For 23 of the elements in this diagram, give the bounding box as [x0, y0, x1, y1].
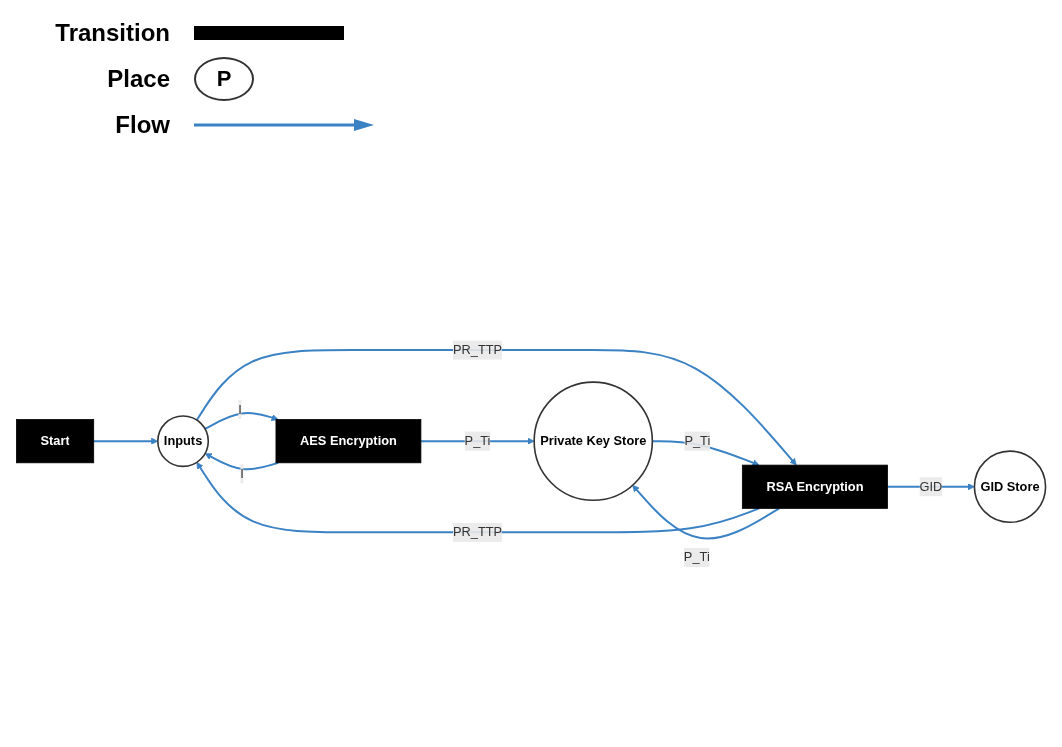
arrow	[204, 411, 279, 430]
legend-text: Flow	[114, 111, 170, 139]
arrow	[204, 452, 280, 470]
legend-text: Transition	[54, 19, 170, 47]
edge-label: I	[238, 402, 242, 416]
edge-label: I	[240, 466, 244, 481]
node-box: Start	[16, 418, 95, 463]
legend-text: Place	[106, 65, 170, 93]
node-box: AES Encryption	[275, 418, 422, 463]
node-box: RSA Encryption	[741, 464, 888, 509]
edge-label: PR_TTP	[452, 342, 503, 357]
edge-label: GID	[919, 479, 943, 493]
edge-label: P_Ti	[683, 549, 710, 564]
edge-label: P_Ti	[464, 433, 491, 448]
node-circle: Private Key Store	[533, 381, 654, 501]
edge-label: PR_TTP	[452, 524, 503, 539]
node-circle: GID Store	[973, 450, 1047, 523]
arrow	[196, 461, 761, 534]
edge-label: P_Ti	[684, 433, 711, 448]
node-circle: Inputs	[157, 414, 210, 468]
arrow	[632, 484, 781, 540]
place-circle-sample: P	[194, 57, 254, 101]
arrow	[886, 483, 975, 491]
